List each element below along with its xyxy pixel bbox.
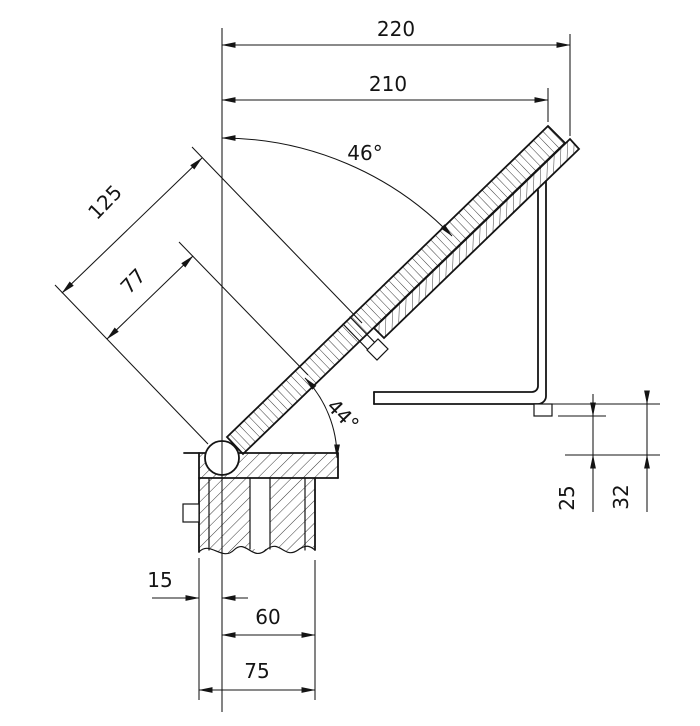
- dim-label-step-inner: 25: [555, 485, 579, 510]
- dim-label-arm-angle: 44°: [322, 394, 364, 436]
- screw-head: [366, 338, 389, 361]
- dim-label-overall-width: 220: [377, 17, 415, 41]
- dim-label-open-angle: 46°: [347, 141, 382, 165]
- dim-label-base-width: 75: [244, 659, 269, 683]
- dim-label-step-outer: 32: [609, 484, 633, 509]
- left-tab: [182, 503, 200, 523]
- dimension-labels: 220 210 46° 125 77 44° 25 32 15 60 75: [83, 17, 633, 683]
- dim-label-base-offset: 15: [147, 568, 172, 592]
- dim-label-plate-width: 210: [369, 72, 407, 96]
- dim-label-base-inner: 60: [255, 605, 280, 629]
- dim-label-arm-inner: 77: [115, 264, 150, 299]
- part-bracket: [342, 137, 581, 417]
- part-base: [182, 440, 339, 568]
- dim-label-arm-outer: 125: [83, 180, 127, 224]
- dimension-annotations: [54, 28, 660, 712]
- corner-lip: [533, 403, 553, 417]
